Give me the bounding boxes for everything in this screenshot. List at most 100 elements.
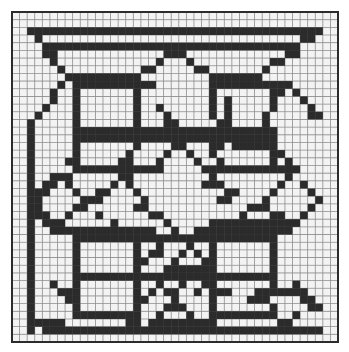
filled-cell <box>164 112 172 120</box>
filled-cell <box>42 104 50 112</box>
filled-cell <box>73 258 81 266</box>
filled-cell <box>95 212 103 220</box>
filled-cell <box>65 212 73 220</box>
filled-cell <box>148 250 156 258</box>
filled-cell <box>65 27 73 35</box>
filled-cell <box>35 112 43 120</box>
filled-cell <box>262 235 270 243</box>
filled-cell <box>255 273 263 281</box>
filled-cell <box>164 235 172 243</box>
filled-cell <box>270 165 278 173</box>
filled-cell <box>239 212 247 220</box>
filled-cell <box>88 81 96 89</box>
filled-cell <box>148 165 156 173</box>
filled-cell <box>239 273 247 281</box>
filled-cell <box>111 43 119 51</box>
filled-cell <box>179 27 187 35</box>
filled-cell <box>88 73 96 81</box>
filled-cell <box>148 273 156 281</box>
filled-cell <box>232 235 240 243</box>
filled-cell <box>209 281 217 289</box>
filled-cell <box>255 127 263 135</box>
filled-cell <box>133 258 141 266</box>
filled-cell <box>133 104 141 112</box>
filled-cell <box>133 311 141 319</box>
filled-cell <box>247 296 255 304</box>
filled-cell <box>202 319 210 327</box>
filled-cell <box>186 27 194 35</box>
filled-cell <box>209 81 217 89</box>
filled-cell <box>27 319 35 327</box>
filled-cell <box>141 296 149 304</box>
filled-cell <box>65 327 73 335</box>
filled-cell <box>118 311 126 319</box>
filled-cell <box>239 135 247 143</box>
filled-cell <box>224 127 232 135</box>
filled-cell <box>232 27 240 35</box>
filled-cell <box>42 27 50 35</box>
filled-cell <box>179 127 187 135</box>
filled-cell <box>126 165 134 173</box>
filled-cell <box>65 181 73 189</box>
filled-cell <box>164 319 172 327</box>
filled-cell <box>88 196 96 204</box>
filled-cell <box>27 165 35 173</box>
filled-cell <box>194 127 202 135</box>
filled-cell <box>80 227 88 235</box>
filled-cell <box>156 165 164 173</box>
filled-cell <box>73 142 81 150</box>
filled-cell <box>164 50 172 58</box>
filled-cell <box>156 104 164 112</box>
filled-cell <box>73 27 81 35</box>
filled-cell <box>57 227 65 235</box>
filled-cell <box>80 311 88 319</box>
filled-cell <box>224 273 232 281</box>
filled-cell <box>118 73 126 81</box>
filled-cell <box>80 81 88 89</box>
filled-cell <box>148 227 156 235</box>
filled-cell <box>262 27 270 35</box>
filled-cell <box>270 227 278 235</box>
filled-cell <box>88 235 96 243</box>
filled-cell <box>202 235 210 243</box>
filled-cell <box>80 196 88 204</box>
filled-cell <box>126 150 134 158</box>
filled-cell <box>209 273 217 281</box>
filled-cell <box>247 204 255 212</box>
filled-cell <box>88 165 96 173</box>
filled-cell <box>171 43 179 51</box>
filled-cell <box>164 135 172 143</box>
filled-cell <box>156 242 164 250</box>
filled-cell <box>42 319 50 327</box>
filled-cell <box>27 273 35 281</box>
filled-cell <box>209 104 217 112</box>
filled-cell <box>156 158 164 166</box>
filled-cell <box>224 196 232 204</box>
filled-cell <box>179 304 187 312</box>
filled-cell <box>42 189 50 197</box>
filled-cell <box>80 127 88 135</box>
filled-cell <box>179 265 187 273</box>
filled-cell <box>232 81 240 89</box>
filled-cell <box>42 43 50 51</box>
filled-cell <box>209 296 217 304</box>
filled-cell <box>285 50 293 58</box>
filled-cell <box>293 288 301 296</box>
filled-cell <box>300 35 308 43</box>
filled-cell <box>255 296 263 304</box>
filled-cell <box>171 127 179 135</box>
filled-cell <box>285 219 293 227</box>
filled-cell <box>209 181 217 189</box>
filled-cell <box>35 212 43 220</box>
filled-cell <box>186 327 194 335</box>
filled-cell <box>217 73 225 81</box>
filled-cell <box>239 27 247 35</box>
filled-cell <box>270 288 278 296</box>
filled-cell <box>285 319 293 327</box>
filled-cell <box>202 135 210 143</box>
filled-cell <box>293 311 301 319</box>
filled-cell <box>232 73 240 81</box>
filled-cell <box>232 227 240 235</box>
filled-cell <box>224 119 232 127</box>
filled-cell <box>217 43 225 51</box>
